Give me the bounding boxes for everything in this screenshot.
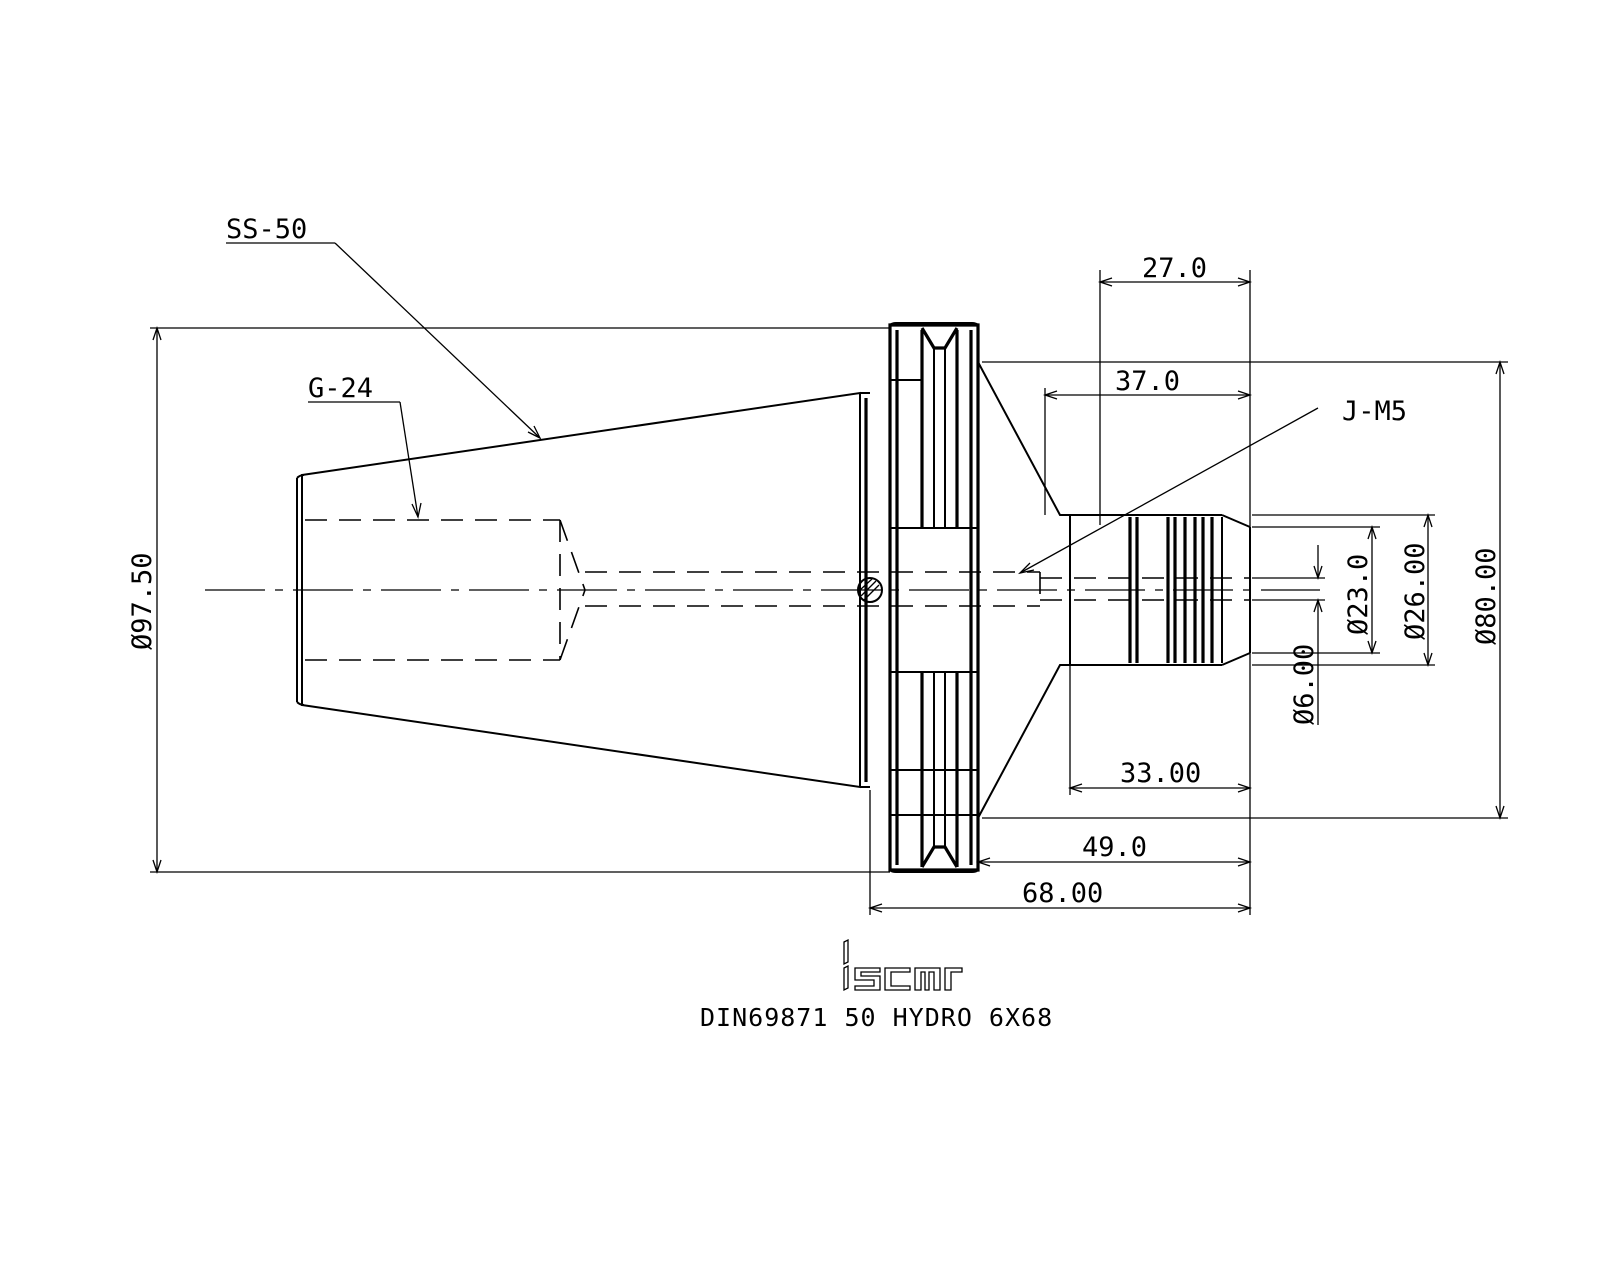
leader-lines: [226, 242, 1319, 575]
label-ss50: SS-50: [226, 214, 307, 245]
label-jm5: J-M5: [1342, 396, 1407, 427]
dim-dia-6-00: Ø6.00: [1289, 644, 1320, 725]
dim-33-00: 33.00: [1120, 758, 1201, 789]
dim-49-0: 49.0: [1082, 832, 1147, 863]
dim-dia-26-00: Ø26.00: [1400, 542, 1431, 640]
dim-dia-80-00: Ø80.00: [1471, 547, 1502, 645]
part-title: DIN69871 50 HYDRO 6X68: [700, 1003, 1053, 1032]
dim-37-0: 37.0: [1115, 366, 1180, 397]
dim-dia-97-50: Ø97.50: [127, 552, 158, 650]
cone-section: [977, 361, 1071, 819]
dim-dia-23-0: Ø23.0: [1343, 554, 1374, 635]
dim-27-0: 27.0: [1142, 253, 1207, 284]
label-g24: G-24: [308, 373, 373, 404]
dimension-lines: [150, 270, 1508, 915]
hydro-shank: [1070, 514, 1251, 666]
taper-body: [296, 391, 870, 789]
iscar-logo: [843, 938, 963, 992]
flange: [888, 322, 980, 873]
orientation-hole: [857, 577, 883, 603]
hidden-bore: [305, 519, 1250, 661]
dim-68-00: 68.00: [1022, 878, 1103, 909]
